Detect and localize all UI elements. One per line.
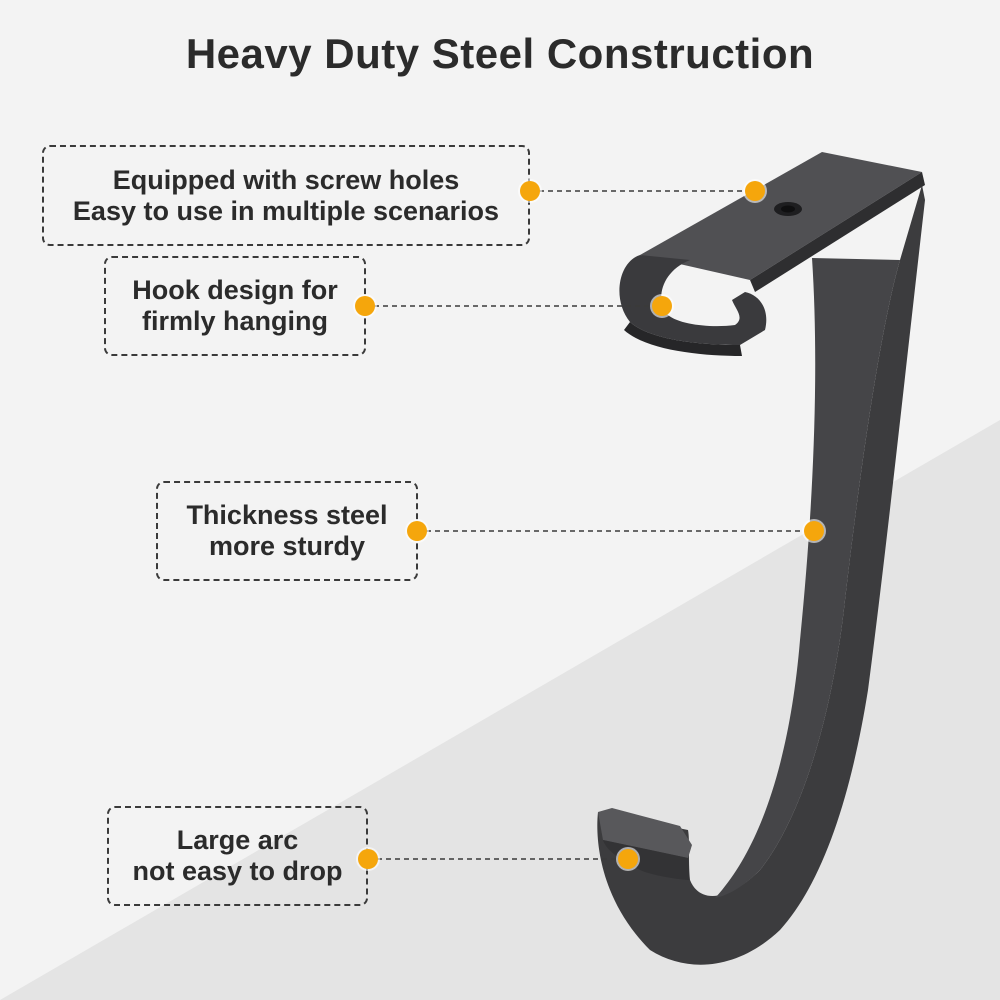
marker-dot-arc [618,849,638,869]
callout-line: not easy to drop [132,856,343,886]
page-title: Heavy Duty Steel Construction [185,30,815,77]
marker-dot-callout-2 [355,296,375,316]
marker-dot-hook-lip [652,296,672,316]
callout-line: Thickness steel [186,500,388,530]
callout-line: more sturdy [208,531,366,561]
callout-line: Easy to use in multiple scenarios [72,195,500,226]
marker-dot-stem [804,521,824,541]
marker-dot-screw-hole [745,181,765,201]
callout-thickness-steel: Thickness steel more sturdy [156,481,418,581]
hook-bottom-lip [598,808,692,858]
callout-screw-holes: Equipped with screw holes Easy to use in… [42,145,530,246]
callout-hook-design: Hook design for firmly hanging [104,256,366,356]
callout-line: firmly hanging [141,306,328,336]
marker-dot-callout-4 [358,849,378,869]
marker-dot-callout-1 [520,181,540,201]
callout-large-arc: Large arc not easy to drop [107,806,368,906]
marker-dot-callout-3 [407,521,427,541]
hook-top-lip [619,255,767,345]
callout-line: Hook design for [132,275,338,305]
callout-line: Equipped with screw holes [112,164,460,195]
hook-stem [597,185,925,965]
hook-top-plate [640,152,922,280]
callout-line: Large arc [176,825,299,855]
